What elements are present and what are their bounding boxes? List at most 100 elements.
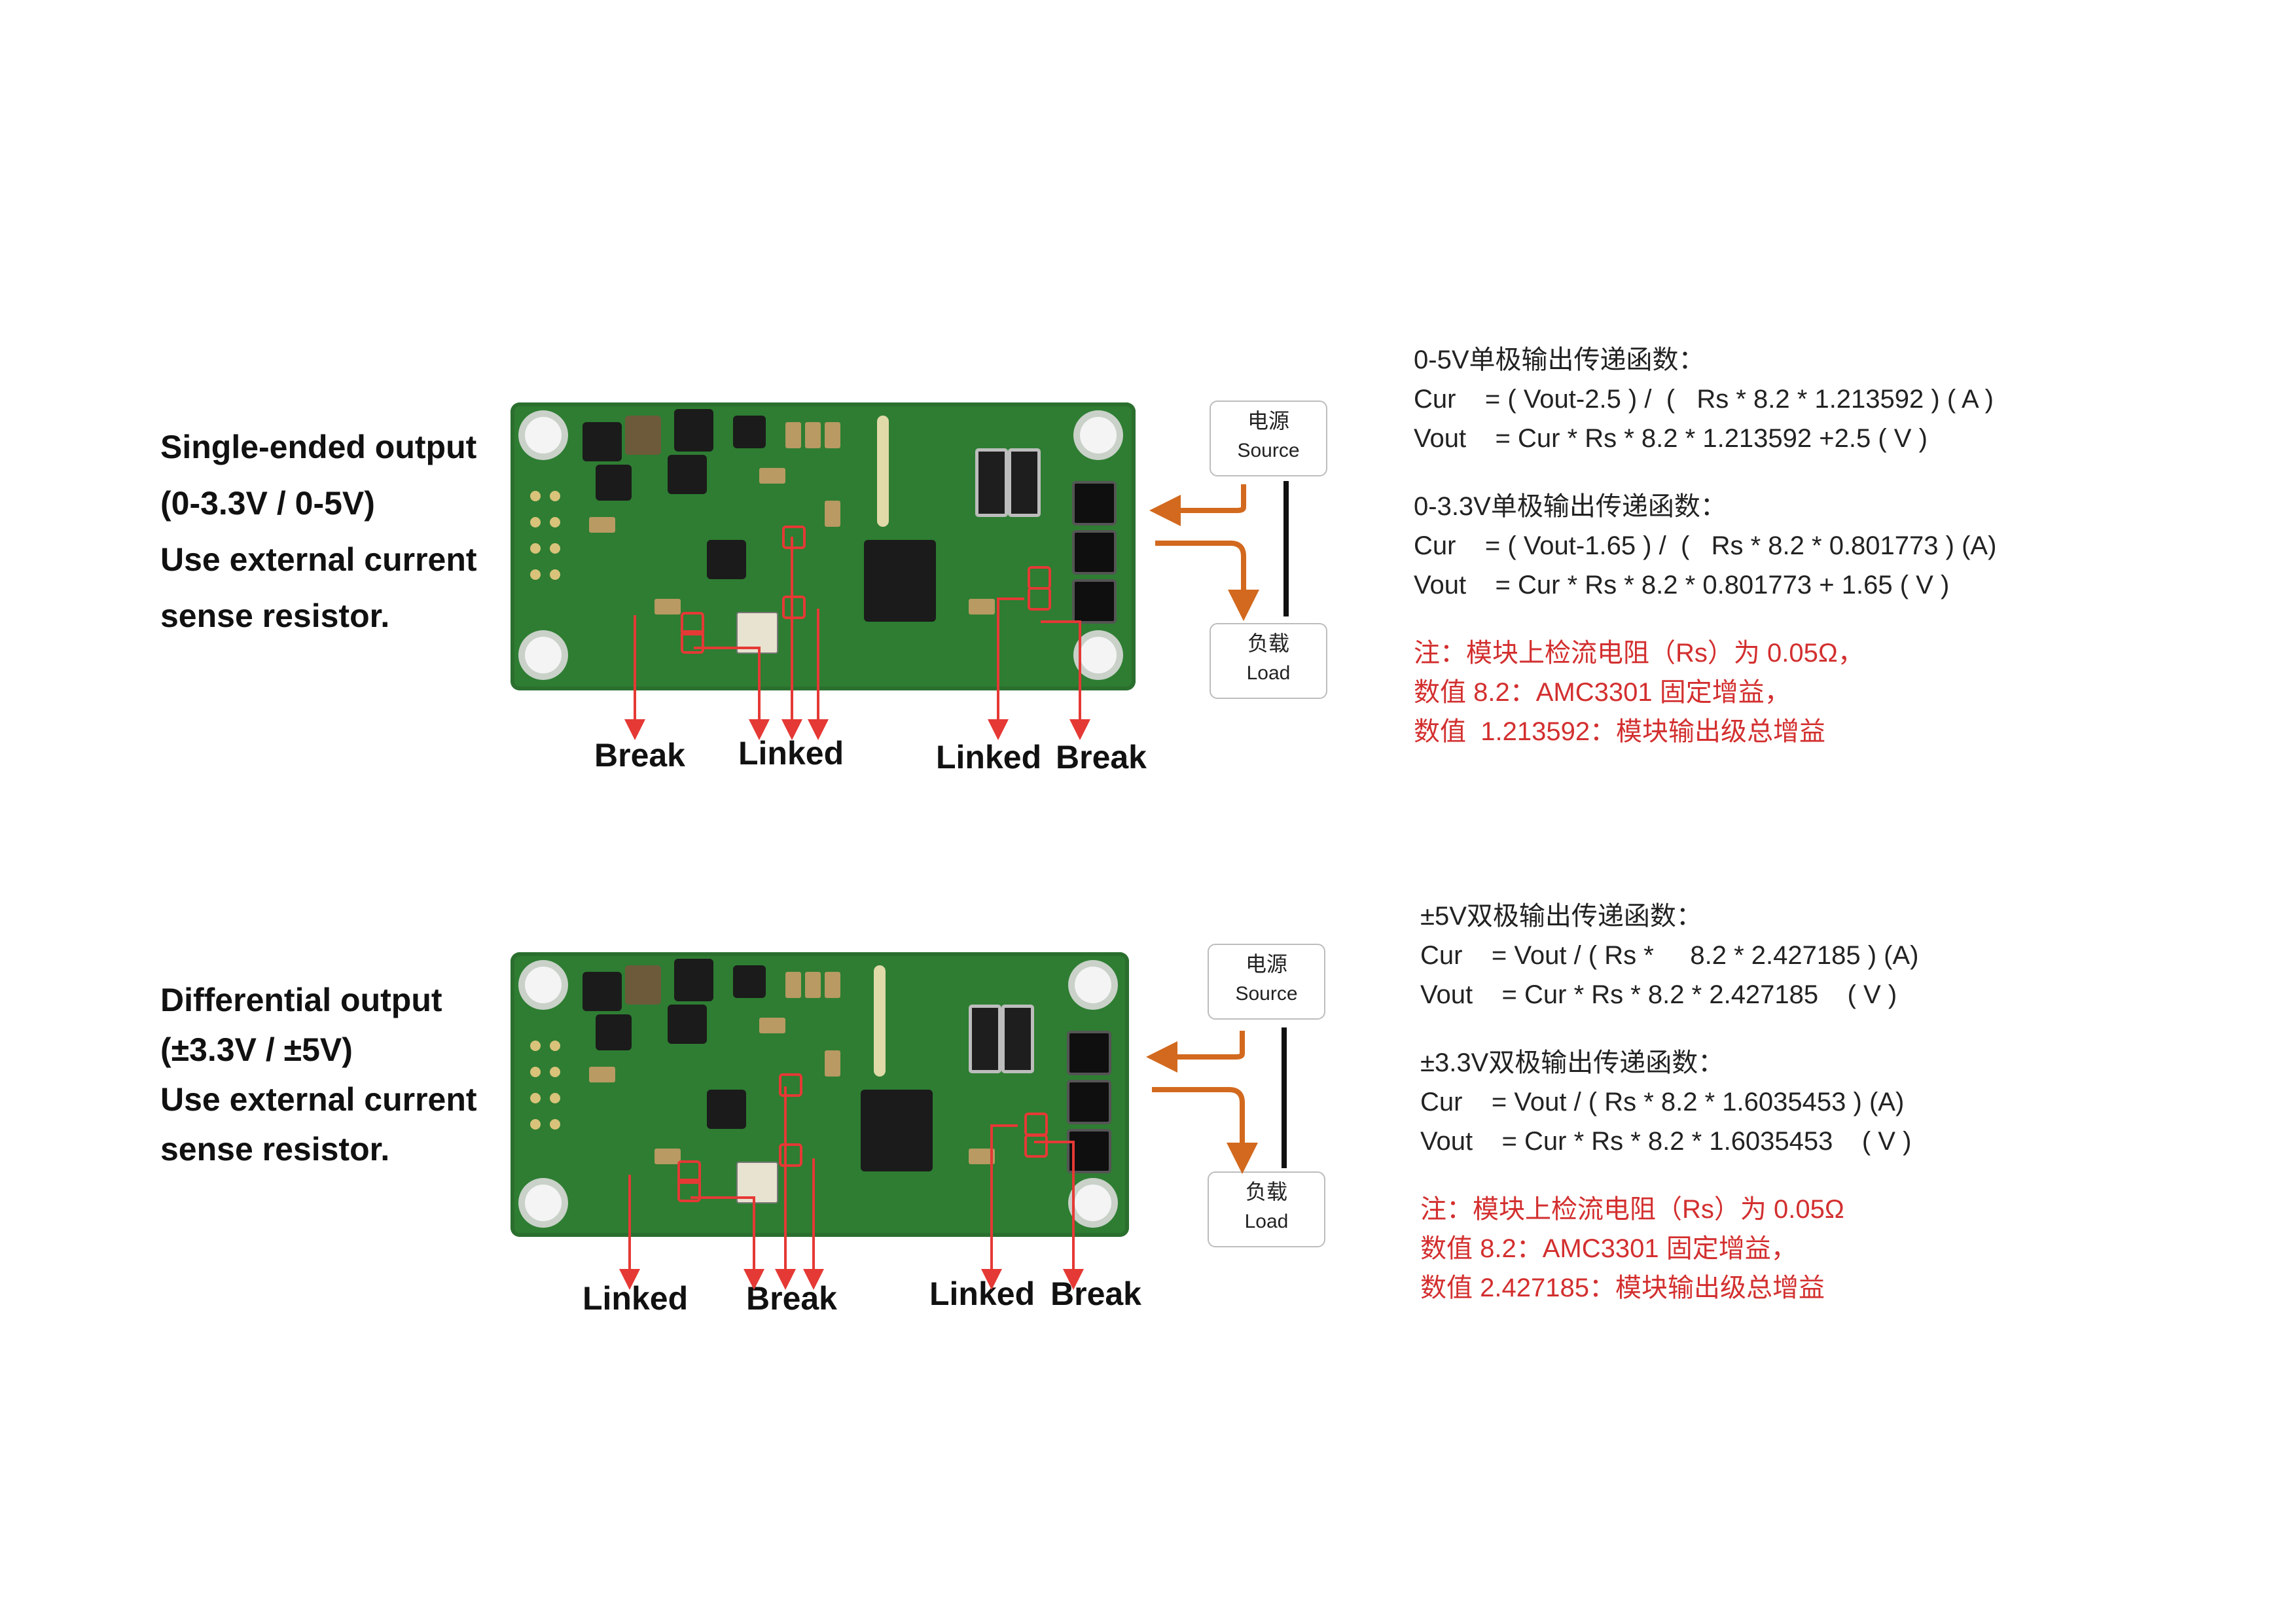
terminal [1067, 1031, 1111, 1075]
formula-line: Vout = Cur * Rs * 8.2 * 2.427185 ( V ) [1420, 980, 1897, 1009]
note-line: 注：模块上检流电阻（Rs）为 0.05Ω [1420, 1195, 1844, 1224]
source-cn: 电源 [1245, 952, 1287, 976]
inductor [733, 965, 766, 998]
note-line: 数值 8.2：AMC3301 固定增益， [1420, 1234, 1797, 1263]
header-pad [550, 1093, 560, 1103]
capacitor [805, 422, 821, 448]
current-flow-bottom [1146, 1031, 1258, 1174]
formula-line: Vout = Cur * Rs * 8.2 * 1.213592 +2.5 ( … [1414, 424, 1928, 453]
pcb-board [511, 952, 1129, 1237]
desc-line: Use external current [160, 541, 477, 578]
arrow [988, 597, 1024, 740]
desc-line: sense resistor. [160, 597, 390, 634]
header-pad [530, 1067, 541, 1077]
jumper-marker [779, 1073, 802, 1097]
capacitor [589, 1067, 615, 1082]
header-pad [530, 517, 541, 527]
header-pad [550, 543, 560, 554]
isolation-slot [877, 416, 889, 527]
formula-line: Vout = Cur * Rs * 8.2 * 0.801773 + 1.65 … [1414, 571, 1950, 599]
terminal [1072, 579, 1117, 624]
capacitor [655, 599, 681, 615]
formula-line: Cur = ( Vout-2.5 ) / ( Rs * 8.2 * 1.2135… [1414, 385, 1994, 414]
formula-line: Cur = Vout / ( Rs * 8.2 * 1.6035453 ) (A… [1420, 1088, 1905, 1116]
jumper-arrows-bottom [619, 1086, 1084, 1290]
header-pad [550, 1119, 560, 1130]
inductor [668, 455, 707, 494]
mount-hole [1080, 637, 1117, 673]
panel-differential: Differential output (±3.3V / ±5V) Use ex… [0, 883, 2296, 1472]
inductor [583, 422, 622, 461]
inductor [668, 1005, 707, 1044]
source-box: 电源 Source [1208, 944, 1325, 1020]
terminal [1067, 1080, 1111, 1124]
jumper-label: Break [1056, 739, 1147, 776]
arrow [1155, 541, 1259, 621]
capacitor [825, 422, 840, 448]
mount-hole [525, 967, 562, 1003]
terminal [1072, 481, 1117, 526]
mount-hole [525, 1185, 562, 1221]
desc-line: Use external current [160, 1081, 477, 1118]
header-pad [550, 517, 560, 527]
load-box: 负载 Load [1210, 623, 1327, 699]
current-flow-top [1149, 484, 1259, 621]
header-pad [530, 491, 541, 501]
shunt-resistor [1001, 1005, 1034, 1073]
amc3301-chip [861, 1090, 933, 1171]
arrow [1146, 1031, 1245, 1073]
formula-line: 0-3.3V单极输出传递函数： [1414, 492, 1727, 521]
desc-line: (±3.3V / ±5V) [160, 1031, 353, 1068]
load-en: Load [1244, 1211, 1289, 1232]
capacitor [825, 1050, 840, 1077]
header-pad [530, 569, 541, 580]
note-line: 数值 2.427185：模块输出级总增益 [1420, 1274, 1825, 1302]
regulator-chip [707, 540, 746, 579]
jumper-marker [1028, 587, 1051, 611]
inductor [596, 1014, 632, 1050]
jumper-arrows-top [624, 537, 1090, 740]
header-pad [530, 1093, 541, 1103]
jumper-marker [681, 612, 704, 635]
jumper-marker [677, 1160, 701, 1184]
amc3301-chip [864, 540, 936, 622]
shunt-resistor [1008, 448, 1041, 517]
arrow [1041, 620, 1090, 740]
formula-line: ±5V双极输出传递函数： [1420, 902, 1702, 931]
formula-line: Cur = ( Vout-1.65 ) / ( Rs * 8.2 * 0.801… [1414, 531, 1997, 560]
inductor [583, 972, 622, 1011]
arrow [694, 647, 770, 740]
inductor [674, 959, 713, 1001]
mount-hole [1075, 967, 1111, 1003]
capacitor [759, 1018, 785, 1033]
formula-list: 0-5V单极输出传递函数： Cur = ( Vout-2.5 ) / ( Rs *… [1414, 340, 1996, 751]
formula-list: ±5V双极输出传递函数： Cur = Vout / ( Rs * 8.2 * 2.… [1420, 897, 1918, 1308]
regulator-chip [707, 1090, 746, 1129]
note-line: 注：模块上检流电阻（Rs）为 0.05Ω， [1414, 639, 1864, 668]
jumper-marker [677, 1179, 701, 1202]
mount-hole [525, 637, 562, 673]
formula-line: ±3.3V双极输出传递函数： [1420, 1048, 1725, 1077]
jumper-marker [782, 596, 806, 619]
desc-line: (0-3.3V / 0-5V) [160, 485, 375, 522]
jumper-marker [1024, 1134, 1048, 1158]
capacitor [655, 1149, 681, 1164]
header-pad [530, 1041, 541, 1051]
header-pad [550, 491, 560, 501]
jumper-marker [779, 1143, 802, 1167]
desc-line: Single-ended output [160, 429, 477, 465]
formula-block-bipolar: ±5V双极输出传递函数： Cur = Vout / ( Rs * 8.2 * 2.… [1420, 897, 1918, 1308]
source-cn: 电源 [1247, 409, 1289, 433]
formula-line: Cur = Vout / ( Rs * 8.2 * 2.427185 ) (A) [1420, 941, 1919, 970]
mount-hole [1080, 417, 1117, 454]
capacitor [785, 972, 801, 998]
pcb-board [511, 402, 1136, 690]
load-cn: 负载 [1247, 632, 1289, 655]
formula-line: 0-5V单极输出传递函数： [1414, 346, 1705, 374]
header-pad [550, 1041, 560, 1051]
capacitor [589, 517, 615, 533]
capacitor [825, 501, 840, 527]
jumper-label: Linked [936, 739, 1042, 776]
jumper-marker [782, 526, 806, 549]
